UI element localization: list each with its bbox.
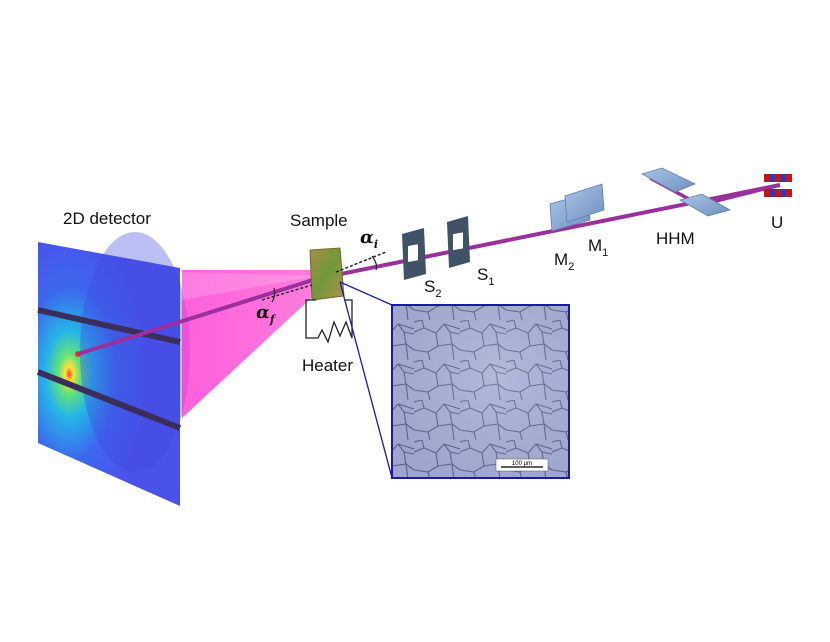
slit-s1-label: S1 bbox=[477, 265, 494, 288]
hhm-label: HHM bbox=[656, 229, 695, 248]
alpha-i-reference-line bbox=[335, 251, 387, 273]
slit-s2-label: S2 bbox=[424, 277, 441, 300]
alpha-f-reference-line bbox=[261, 284, 313, 301]
sample bbox=[309, 247, 345, 301]
sample-label: Sample bbox=[290, 211, 348, 230]
undulator-label: U bbox=[771, 213, 783, 232]
detector-gap-upper bbox=[37, 307, 181, 345]
heater bbox=[305, 299, 353, 344]
micrograph-inset: 100 µm bbox=[391, 304, 570, 479]
inset-connector-bottom bbox=[339, 281, 393, 479]
inset-connector-top bbox=[339, 281, 393, 306]
scattering-cone bbox=[182, 270, 322, 418]
detector-gap-lower bbox=[36, 369, 182, 431]
slit-s1 bbox=[447, 216, 470, 268]
mirror-m1-label: M1 bbox=[588, 236, 608, 259]
undulator bbox=[764, 174, 792, 197]
alpha-f-arc bbox=[271, 287, 276, 303]
heater-label: Heater bbox=[302, 356, 353, 375]
scale-bar-label: 100 µm bbox=[512, 461, 532, 467]
detector-ring bbox=[80, 232, 190, 472]
alpha-i-label: αi bbox=[360, 227, 378, 251]
slit-s2 bbox=[402, 228, 426, 280]
mirror-m2-label: M2 bbox=[554, 250, 574, 273]
scale-bar-box bbox=[495, 458, 549, 472]
alpha-i-arc bbox=[371, 255, 378, 271]
hhm-monochromator bbox=[640, 167, 732, 217]
alpha-f-label: αf bbox=[256, 302, 277, 326]
detector-label: 2D detector bbox=[63, 209, 151, 228]
detector bbox=[36, 232, 190, 506]
mirror-m1 bbox=[564, 183, 605, 223]
